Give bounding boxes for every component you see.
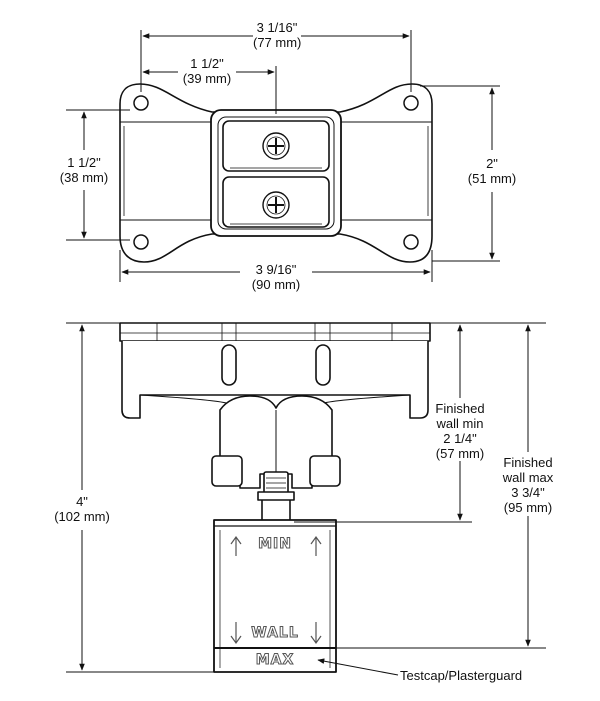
dim-text: 1 1/2" (67, 155, 101, 170)
dim-half-width-label: 1 1/2" (39 mm) (178, 56, 236, 86)
side-dimension-lines (66, 322, 546, 676)
dim-overall-width-label: 3 1/16" (77 mm) (253, 20, 301, 50)
dim-text: (90 mm) (251, 277, 301, 292)
dim-text: (57 mm) (435, 446, 485, 461)
dim-text: wall max (502, 470, 554, 485)
max-marking: MAX (255, 652, 295, 669)
dim-text: (51 mm) (467, 171, 517, 186)
dim-text: Finished (435, 401, 485, 416)
down-arrow-icon (230, 622, 322, 645)
side-view-bracket (119, 322, 431, 419)
dim-text: (95 mm) (503, 500, 553, 515)
dim-text: 3 1/16" (256, 20, 298, 35)
dim-text: (38 mm) (59, 170, 109, 185)
dim-text: 3 9/16" (255, 262, 297, 277)
dim-text: Finished (503, 455, 553, 470)
dim-total-height-label: 4" (102 mm) (46, 494, 118, 524)
dim-text: 2" (486, 156, 498, 171)
top-dimension-lines (66, 30, 500, 282)
dim-left-height-label: 1 1/2" (38 mm) (52, 155, 116, 185)
testcap-plasterguard (213, 519, 337, 673)
dim-wall-min-label: Finished wall min 2 1/4" (57 mm) (430, 401, 490, 461)
wall-marking: WALL (251, 625, 299, 642)
dim-text: 4" (76, 494, 88, 509)
dim-wall-max-label: Finished wall max 3 3/4" (95 mm) (498, 455, 558, 515)
dim-text: (102 mm) (54, 509, 110, 524)
dim-text: 3 3/4" (511, 485, 545, 500)
dim-text: (39 mm) (182, 71, 232, 86)
testcap-callout-label: Testcap/Plasterguard (400, 668, 523, 683)
up-arrow-icon (230, 535, 322, 556)
dim-text: (77 mm) (253, 35, 302, 50)
dim-text: 2 1/4" (443, 431, 477, 446)
mount-hole-icon (133, 95, 419, 250)
dim-bottom-width-label: 3 9/16" (90 mm) (240, 262, 312, 292)
dim-right-height-label: 2" (51 mm) (460, 156, 524, 186)
screw-head-icon (262, 132, 290, 219)
side-view-body (211, 395, 341, 520)
dim-text: wall min (436, 416, 484, 431)
min-marking: MIN (258, 536, 292, 553)
dim-text: 1 1/2" (190, 56, 224, 71)
